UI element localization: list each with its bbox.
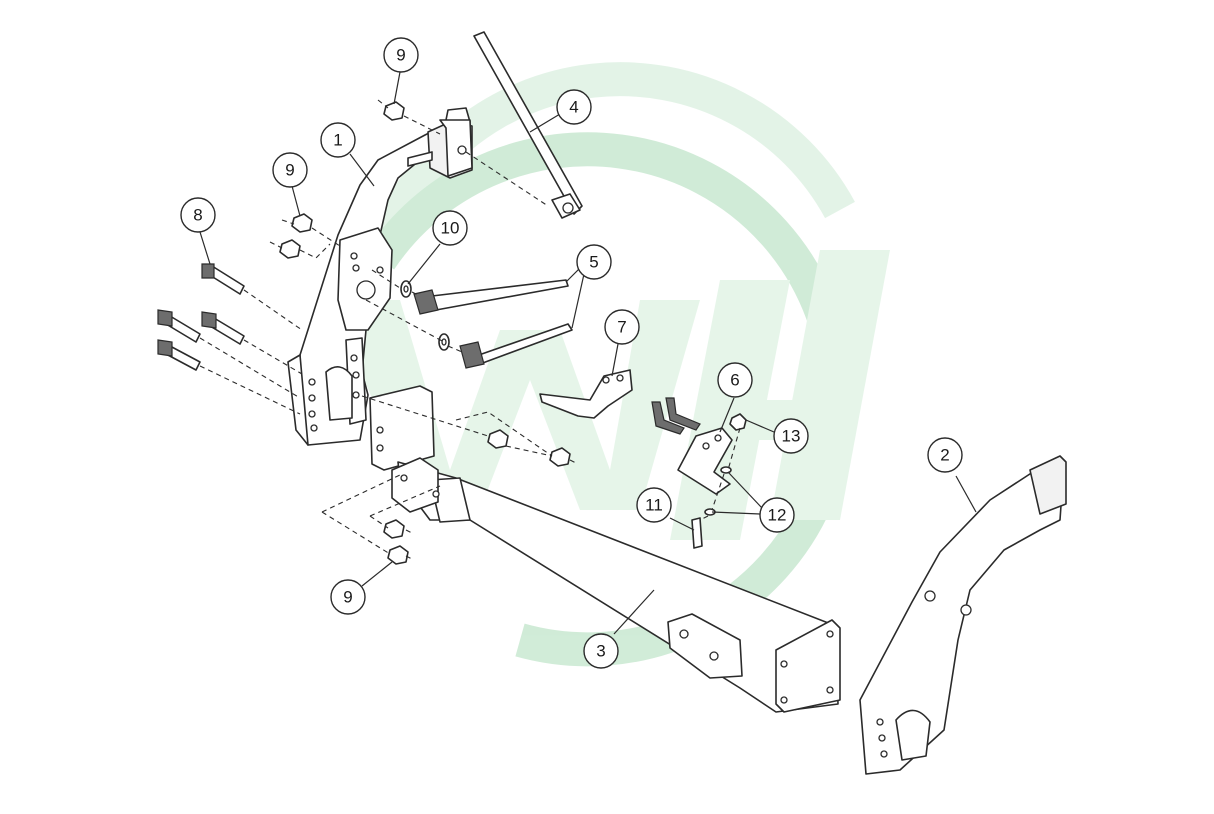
callout-label: 1 bbox=[333, 131, 342, 150]
callout-11: 11 bbox=[636, 487, 672, 523]
assembly-dashed-lines bbox=[199, 99, 741, 561]
part-6-plate bbox=[651, 397, 733, 495]
callout-9-top: 9 bbox=[383, 37, 419, 73]
callout-9-bottom: 9 bbox=[330, 579, 366, 615]
callout-12: 12 bbox=[759, 497, 795, 533]
part-4-rod bbox=[473, 31, 583, 219]
callout-label: 9 bbox=[343, 588, 352, 607]
callout-label: 5 bbox=[589, 253, 598, 272]
callout-label: 2 bbox=[940, 446, 949, 465]
callout-label: 9 bbox=[396, 46, 405, 65]
callout-label: 3 bbox=[596, 642, 605, 661]
callout-label: 6 bbox=[730, 371, 739, 390]
callout-label: 12 bbox=[768, 506, 787, 525]
callout-4: 4 bbox=[556, 89, 592, 125]
callout-9-left: 9 bbox=[272, 152, 308, 188]
callout-2: 2 bbox=[927, 437, 963, 473]
callout-label: 4 bbox=[569, 98, 578, 117]
part-2-right-upright bbox=[859, 455, 1067, 775]
part-9-nuts bbox=[279, 101, 571, 565]
callout-7: 7 bbox=[604, 309, 640, 345]
part-1-left-upright bbox=[287, 107, 473, 446]
callout-label: 10 bbox=[441, 219, 460, 238]
callout-13: 13 bbox=[773, 418, 809, 454]
callout-5: 5 bbox=[576, 244, 612, 280]
callout-10: 10 bbox=[432, 210, 468, 246]
callout-label: 9 bbox=[285, 161, 294, 180]
callout-1: 1 bbox=[320, 122, 356, 158]
callout-3: 3 bbox=[583, 633, 619, 669]
callout-6: 6 bbox=[717, 362, 753, 398]
callout-label: 11 bbox=[645, 496, 663, 515]
part-10-washers bbox=[400, 280, 450, 351]
part-8-bolts bbox=[157, 263, 245, 371]
callout-label: 13 bbox=[782, 427, 801, 446]
callout-label: 7 bbox=[617, 318, 626, 337]
part-5-pins bbox=[413, 279, 573, 369]
callout-label: 8 bbox=[193, 206, 202, 225]
part-7-bracket bbox=[539, 369, 633, 419]
part-3-cross-tube bbox=[369, 385, 841, 713]
callout-8: 8 bbox=[180, 197, 216, 233]
parts-11-12-13-hardware bbox=[691, 413, 747, 549]
leader-lines bbox=[199, 71, 977, 635]
